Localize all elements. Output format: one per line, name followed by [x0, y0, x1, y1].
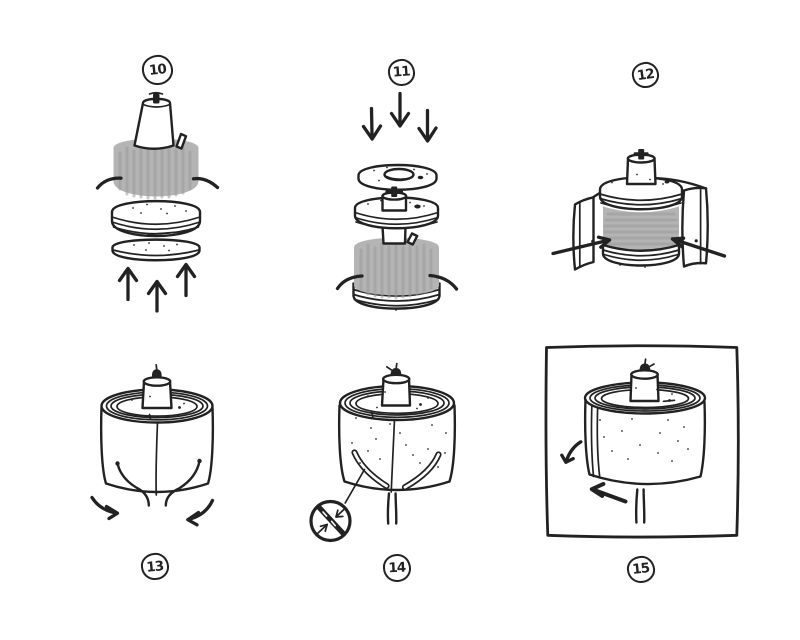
step-14-badge: 14 [381, 552, 411, 582]
squeeze-stroke-right [191, 176, 220, 190]
frame-border [544, 344, 740, 539]
step-15-figure [544, 344, 740, 539]
single-disc [111, 238, 201, 262]
spindle-cap [381, 186, 408, 212]
core-texture [603, 212, 679, 246]
step-10-label: 10 [147, 61, 167, 79]
detail-magnifier [309, 468, 366, 543]
body-seam [390, 418, 396, 493]
body-seam [155, 421, 159, 496]
texture-specks [367, 166, 428, 311]
knob-cap [148, 91, 164, 95]
texture-specks [599, 387, 689, 462]
spindle-cone [133, 97, 175, 150]
spindle-cap [629, 358, 660, 403]
disc-stack [110, 200, 202, 238]
press-up-arrows [117, 262, 197, 313]
step-15-label: 15 [631, 560, 650, 579]
assembled-unit [598, 149, 684, 267]
core-texture [359, 241, 433, 300]
step-13-label: 13 [145, 557, 164, 575]
washer-plate [357, 163, 438, 191]
push-in-arrows [551, 235, 727, 258]
lead-wires [115, 458, 202, 507]
step-11-figure [335, 91, 459, 311]
side-tab [406, 232, 419, 246]
wire-grooves [351, 449, 442, 491]
step-14-label: 14 [387, 558, 406, 576]
lead-wires [634, 488, 646, 524]
lead-wires [386, 492, 398, 525]
spindle-cap [141, 363, 173, 410]
core-texture [118, 144, 192, 200]
winding-core-gray [354, 237, 439, 300]
roll-edge [590, 400, 595, 478]
texture-specks [132, 203, 187, 252]
rotation-arrows [560, 440, 628, 504]
roll-edge-inner [596, 402, 601, 479]
texture-specks [611, 173, 664, 268]
step-10-figure [95, 91, 220, 313]
squeeze-stroke-left [335, 274, 364, 291]
step-13-figure [90, 363, 215, 527]
press-down-arrows [361, 91, 438, 143]
texture-specks [351, 391, 447, 468]
step-11-label: 11 [392, 63, 411, 81]
step-12-label: 12 [635, 65, 655, 84]
cone-rim [142, 103, 171, 108]
spindle-knob [153, 93, 160, 104]
texture-specks [131, 395, 185, 405]
winding-core-gray [113, 138, 199, 200]
squeeze-stroke-left [95, 176, 123, 190]
winding-core-gray [603, 206, 679, 253]
fold-in-arrows [90, 495, 215, 527]
step-12-figure [551, 149, 727, 271]
spindle-cap [380, 362, 412, 407]
spacer-disc-stack [353, 196, 440, 230]
side-tab [175, 132, 188, 150]
squeeze-stroke-right [428, 273, 459, 291]
step-11-badge: 11 [387, 58, 416, 87]
step-14-figure [309, 362, 457, 543]
